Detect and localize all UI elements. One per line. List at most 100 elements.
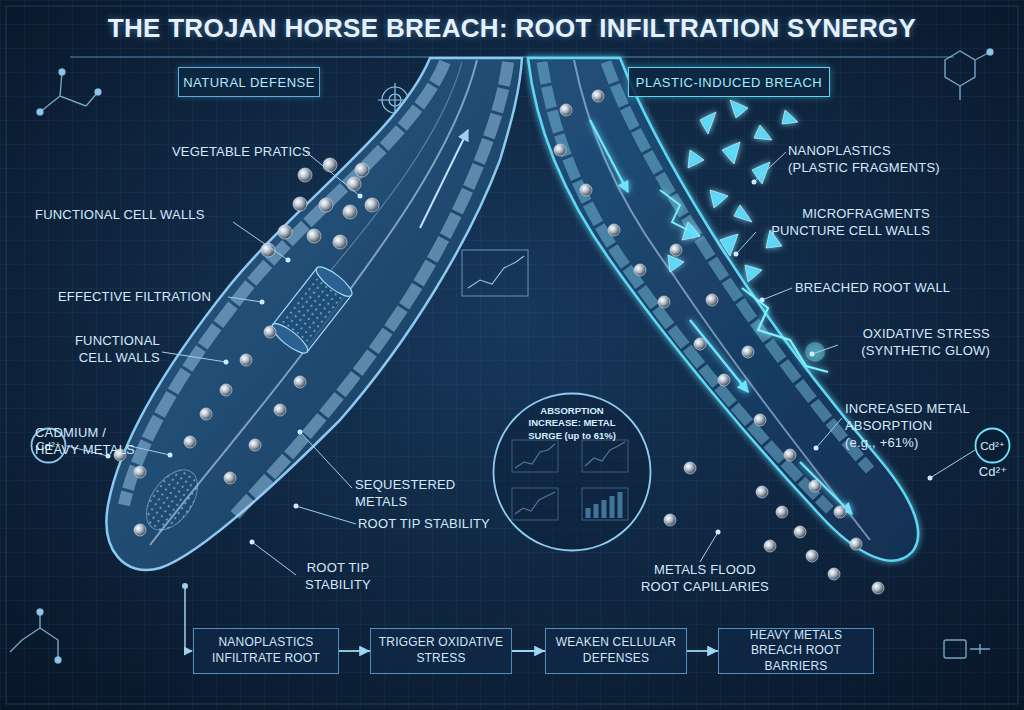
leader-line [816, 418, 842, 448]
molecule-icon [59, 69, 65, 75]
metal-particle [249, 439, 261, 451]
metal-particle [580, 184, 592, 196]
node-text: Cd²⁺ [980, 439, 1005, 453]
node-text: HEAVY METALS BREACH ROOT BARRIERS [723, 628, 869, 675]
callout-label: OXIDATIVE STRESS (SYNTHETIC GLOW) [840, 326, 990, 360]
metal-particle [298, 168, 312, 182]
plastic-shard [682, 222, 700, 240]
metal-particle [670, 244, 682, 256]
leader-line [162, 352, 226, 362]
molecule-icon [10, 49, 993, 663]
leader-dot [224, 360, 229, 365]
leader-dot [928, 476, 933, 481]
plastic-shard [730, 100, 748, 118]
root-left [124, 62, 445, 505]
molecule-icon [40, 72, 98, 112]
root-right [590, 120, 628, 192]
leader-line [300, 432, 352, 488]
metal-particle [742, 346, 754, 358]
plastic-shard [710, 190, 728, 208]
callout-label: FUNCTIONAL CELL WALLS [35, 207, 235, 224]
metal-particle [224, 472, 236, 484]
leader-dot [168, 453, 173, 458]
leader-dot [250, 540, 255, 545]
metal-particle [684, 462, 696, 474]
molecule-icon [95, 89, 101, 95]
metal-particle [307, 229, 321, 243]
callout-label: MICROFRAGMENTS PUNCTURE CELL WALLS [760, 206, 930, 240]
metal-particle [323, 158, 337, 172]
metal-particle [114, 90, 884, 594]
plastic-shard [668, 100, 798, 282]
leader-dot [760, 298, 765, 303]
metal-particle [274, 404, 286, 416]
molecule-icon [945, 51, 990, 100]
metal-particle [333, 235, 347, 249]
leader-line [130, 446, 170, 455]
leader-dot [810, 352, 815, 357]
callout-label: EFFECTIVE FILTRATION [58, 289, 233, 306]
root-left [268, 263, 356, 358]
molecule-icon [10, 612, 58, 660]
callout-label: METALS FLOOD ROOT CAPILLARIES [635, 562, 775, 596]
metal-particle [706, 294, 718, 306]
callout-label: Cd²⁺ [975, 464, 1011, 481]
root-left [282, 278, 342, 342]
plastic-shard [745, 265, 762, 282]
node-text: ABSORPTION INCREASE: METAL SURGE (up to … [516, 405, 628, 442]
circle-outline [494, 394, 651, 551]
metal-particle [293, 197, 307, 211]
leader-line [296, 506, 356, 524]
metal-particle [365, 198, 379, 212]
node-text: PLASTIC-INDUCED BREACH [636, 75, 823, 90]
metal-particle [278, 225, 292, 239]
molecule-icon [55, 657, 61, 663]
plastic-shard [752, 162, 770, 184]
molecule-icon [944, 640, 966, 658]
molecule-icon [987, 49, 993, 55]
metal-particle [809, 480, 821, 492]
flow-arrow [339, 650, 370, 652]
leader-line [700, 532, 718, 562]
metal-particle [134, 466, 146, 478]
root-right [805, 342, 825, 362]
leader-line [252, 542, 296, 575]
metal-particle [592, 90, 604, 102]
process-box: HEAVY METALS BREACH ROOT BARRIERS [718, 628, 874, 674]
metal-particle [134, 524, 146, 536]
metal-particle [264, 326, 276, 338]
metal-particle [355, 163, 369, 177]
leader-dot [298, 430, 303, 435]
molecule-icon [37, 609, 43, 615]
panel-header: NATURAL DEFENSE [178, 67, 320, 97]
metal-particle [634, 264, 646, 276]
leader-line [762, 288, 792, 300]
node-text: NANOPLASTICS INFILTRATE ROOT [198, 635, 334, 666]
plastic-shard [782, 110, 798, 124]
root-right [606, 62, 870, 470]
metal-particle [776, 506, 788, 518]
leader-line [754, 152, 786, 182]
root-right [690, 320, 748, 392]
plastic-shard [700, 112, 716, 134]
callout-label: NANOPLASTICS (PLASTIC FRAGMENTS) [788, 143, 948, 177]
metal-particle [754, 414, 766, 426]
mini-chart [468, 256, 524, 288]
root-left [107, 58, 522, 570]
metal-particle [756, 486, 768, 498]
plastic-shard [668, 255, 684, 272]
molecule-icon [37, 109, 43, 115]
circle-outline [976, 429, 1010, 463]
metal-particle [560, 104, 572, 116]
leader-dot [814, 446, 819, 451]
root-left [107, 58, 522, 570]
node-text: Cd²⁺ [36, 439, 61, 453]
leader-line [228, 297, 262, 302]
backdrop [6, 6, 1018, 704]
callout-label: SEQUESTERED METALS [355, 477, 465, 511]
